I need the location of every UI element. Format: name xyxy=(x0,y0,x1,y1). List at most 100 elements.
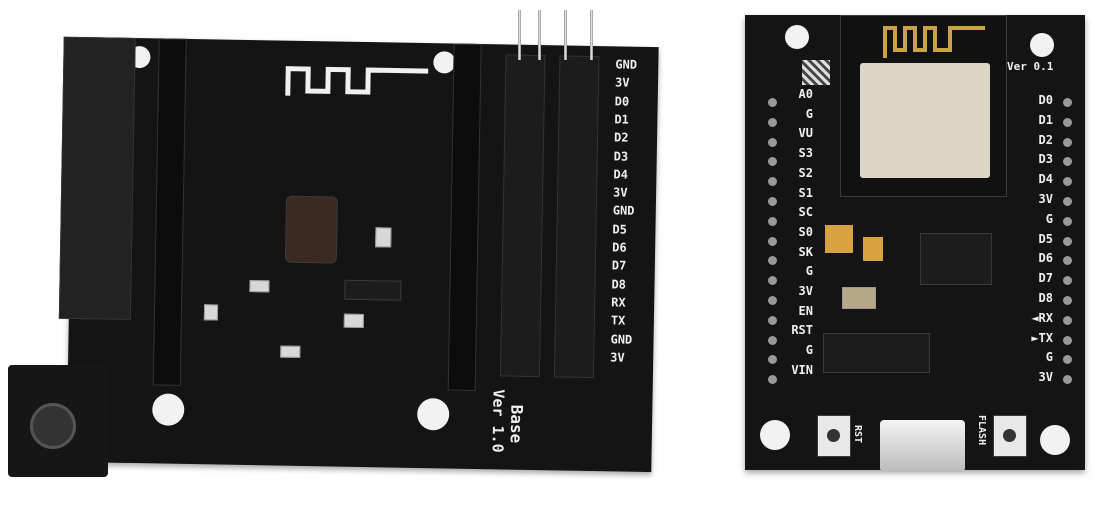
header-pin xyxy=(1063,256,1072,266)
rst-button[interactable] xyxy=(817,415,851,457)
pin-label: G xyxy=(805,106,813,121)
pin-label: G xyxy=(1045,211,1053,226)
header-pin xyxy=(768,157,777,167)
header-pin xyxy=(1063,276,1072,286)
pin-label: G xyxy=(805,264,813,279)
pin-label: A0 xyxy=(798,87,813,101)
pin-label: ◄RX xyxy=(1031,310,1053,325)
dc-power-jack xyxy=(8,365,108,477)
base-version: Ver 1.0 xyxy=(488,389,508,453)
flash-button-label: FLASH xyxy=(976,415,987,446)
header-pin xyxy=(1063,137,1072,147)
mount-hole xyxy=(151,393,185,426)
pin-label: SK xyxy=(798,244,813,259)
pin-label: 3V xyxy=(614,75,630,90)
pin-label: D5 xyxy=(1038,231,1053,246)
pin-label: VIN xyxy=(791,362,813,377)
qr-code xyxy=(802,60,830,85)
header-pin xyxy=(1063,355,1072,365)
mount-hole xyxy=(760,420,790,450)
header-pin xyxy=(768,256,777,266)
header-pin xyxy=(768,355,777,365)
header-pin xyxy=(768,117,777,127)
header-pin xyxy=(768,315,777,325)
pin-label: D7 xyxy=(611,258,627,273)
pin-label: D5 xyxy=(612,222,628,237)
pin-label: VU xyxy=(798,126,813,141)
pin-label: D6 xyxy=(1038,251,1053,266)
header-pin xyxy=(768,335,777,345)
pin-label: D0 xyxy=(614,93,630,109)
regulator-chip xyxy=(344,279,402,301)
mount-hole xyxy=(785,25,809,49)
mount-hole xyxy=(416,397,450,431)
pin-label: D1 xyxy=(1038,112,1053,127)
micro-usb-port[interactable] xyxy=(880,420,965,472)
pin-label: 3V xyxy=(1038,370,1053,385)
pin-label: RX xyxy=(611,295,626,310)
pin-label: G xyxy=(805,343,813,358)
header-pin xyxy=(1063,236,1072,246)
pin-label: GND xyxy=(615,57,638,72)
header-pin xyxy=(768,276,777,286)
antenna-trace-icon xyxy=(883,26,985,58)
header-pin xyxy=(1063,117,1072,127)
header-pin xyxy=(1063,296,1072,305)
pin-label: D4 xyxy=(613,167,629,182)
pin-header-right-b xyxy=(553,55,600,379)
pin-label: D0 xyxy=(1038,93,1053,107)
pin-label: G xyxy=(1045,350,1053,365)
header-pin xyxy=(1063,375,1072,385)
voltage-regulator xyxy=(920,233,992,285)
smd-component xyxy=(203,304,219,321)
pin-label: 3V xyxy=(1038,192,1053,206)
header-pin xyxy=(1063,98,1072,107)
pin-label: TX xyxy=(610,313,626,328)
header-pin xyxy=(564,10,567,60)
header-pin xyxy=(768,236,777,246)
socket-header-right xyxy=(447,43,482,391)
crystal-oscillator xyxy=(842,287,876,309)
header-pin xyxy=(1063,335,1072,345)
pin-header-left-edge xyxy=(58,36,136,320)
pin-label: 3V xyxy=(612,185,628,200)
flash-button[interactable] xyxy=(993,415,1027,457)
pin-label: ►TX xyxy=(1031,330,1053,345)
pin-label: S1 xyxy=(798,185,813,200)
smd-component xyxy=(375,227,392,248)
pin-label: 3V xyxy=(798,284,813,298)
header-pin xyxy=(1063,315,1072,325)
header-pin xyxy=(1063,216,1072,226)
pin-label: D2 xyxy=(1038,132,1053,147)
pin-label: 3V xyxy=(610,350,625,365)
pin-label: RST xyxy=(791,323,813,338)
header-pin xyxy=(1063,157,1072,167)
pin-label: S0 xyxy=(798,224,813,239)
base-title: Base xyxy=(506,404,527,444)
header-pin xyxy=(768,216,777,226)
esp-shield-can xyxy=(860,63,990,178)
pin-label: S3 xyxy=(798,146,813,161)
tantalum-capacitor xyxy=(863,237,883,261)
header-pin xyxy=(768,137,777,147)
pin-label: SC xyxy=(798,205,813,220)
pin-label: D1 xyxy=(614,112,629,127)
tantalum-capacitor xyxy=(825,225,853,253)
pin-label: D2 xyxy=(613,130,629,145)
rst-button-label: RST xyxy=(852,425,863,444)
smd-component xyxy=(343,313,364,329)
header-pin xyxy=(1063,197,1072,206)
pin-label: D6 xyxy=(612,240,627,255)
smd-component xyxy=(249,280,270,293)
pin-label: GND xyxy=(610,331,633,347)
header-pin xyxy=(768,98,777,107)
usb-serial-chip xyxy=(823,333,930,373)
header-pin xyxy=(538,10,541,60)
inductor xyxy=(284,195,339,264)
pin-label: D7 xyxy=(1038,271,1053,286)
header-pin xyxy=(768,296,777,305)
header-pin xyxy=(768,177,777,187)
mount-hole xyxy=(1030,33,1054,57)
